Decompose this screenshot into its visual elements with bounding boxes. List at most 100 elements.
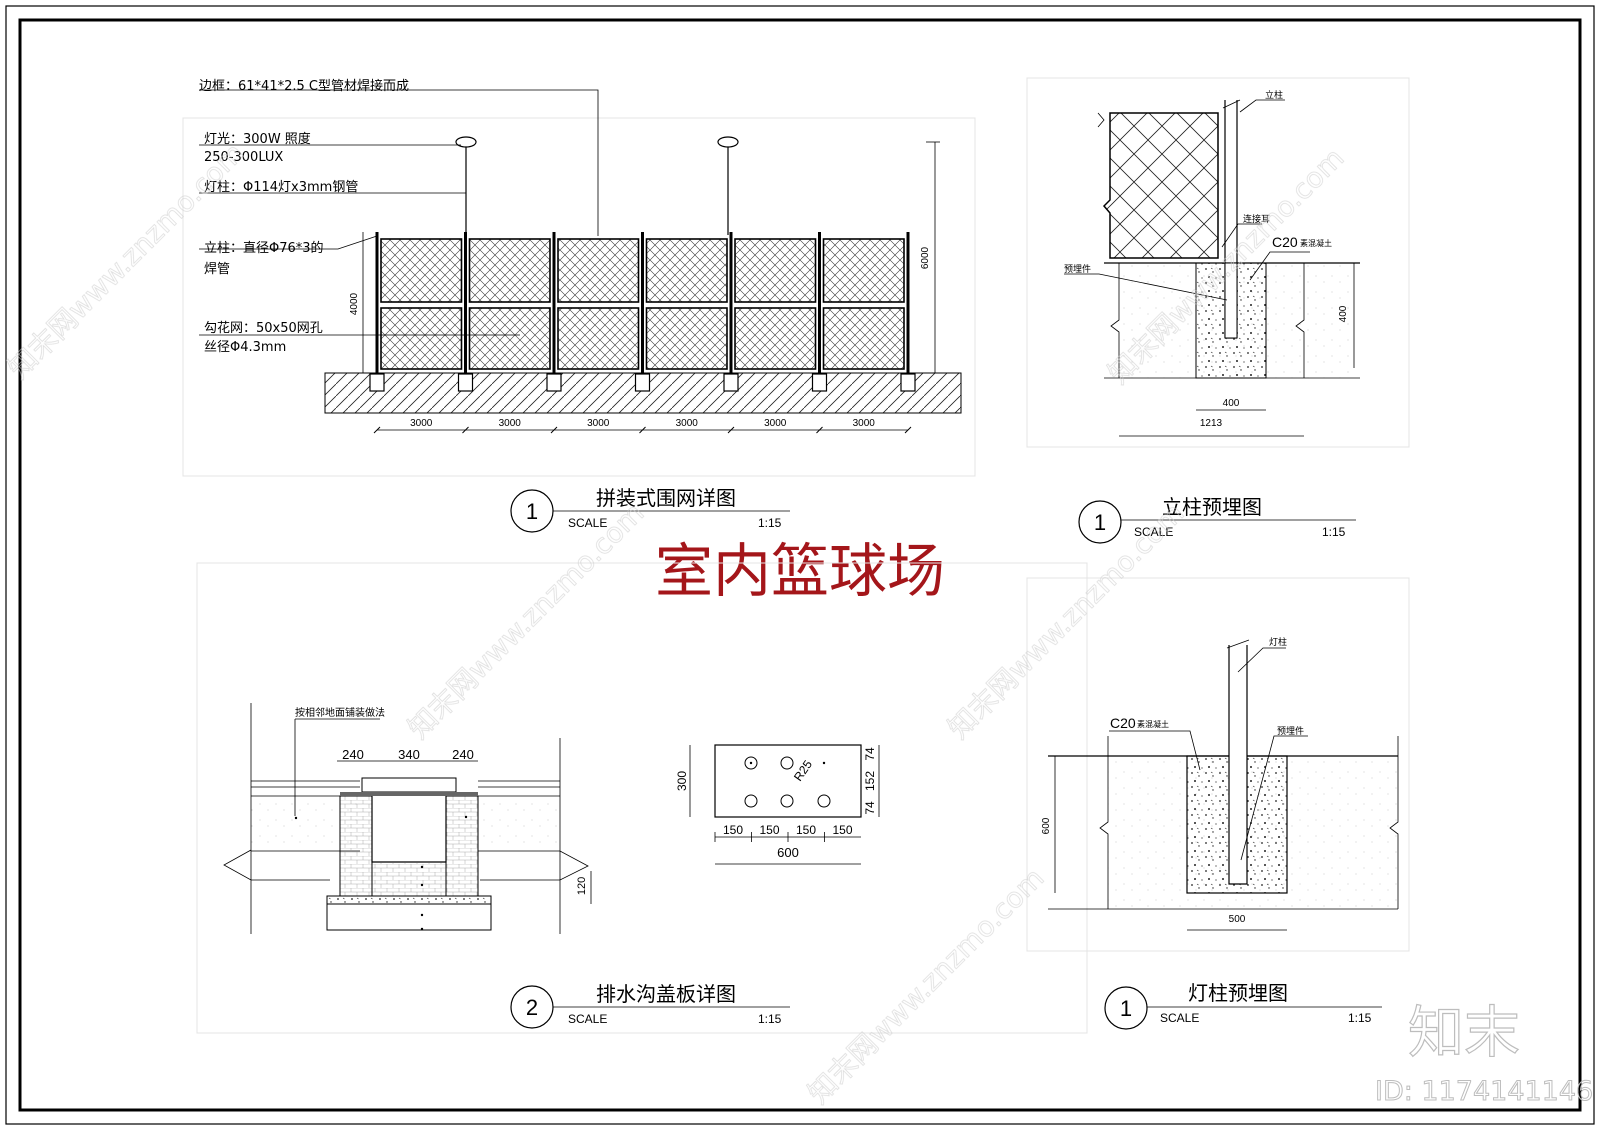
post-depth-dim: 400	[1338, 305, 1349, 322]
watermark-site-2: 知末网www.znzmo.com	[402, 496, 651, 745]
bay-dim-label: 3000	[764, 418, 787, 429]
watermark-id: ID: 1174141146	[1375, 1076, 1593, 1107]
light-embed-title: 灯柱预埋图	[1188, 981, 1288, 1005]
bay-dim-label: 3000	[853, 418, 876, 429]
cover-radius: R25	[791, 757, 815, 783]
dim-tick	[462, 426, 469, 434]
drain-dim-slab: 120	[576, 877, 588, 895]
fence-title-block: 1 拼装式围网详图 SCALE 1:15	[510, 486, 790, 533]
outer-border	[5, 5, 1595, 1125]
cover-dim-3: 74	[863, 801, 877, 815]
label-post-2: 焊管	[204, 261, 230, 277]
dim-tick	[904, 426, 912, 434]
fence-mesh-panel	[468, 307, 551, 370]
light-concrete-note: 素混凝土	[1137, 719, 1169, 729]
drain-title-block: 2 排水沟盖板详图 SCALE 1:15	[510, 982, 790, 1029]
light-depth-dim: 600	[1041, 817, 1052, 834]
post-base-plate	[900, 373, 916, 392]
label-light: 灯光：300W 照度	[204, 131, 311, 147]
watermark-site-4: 知末网www.znzmo.com	[802, 861, 1051, 1110]
post-base-plate	[811, 373, 828, 392]
post-scale-label: SCALE	[1134, 525, 1173, 539]
label-post: 立柱：直径Φ76*3的	[204, 240, 324, 256]
post-base-plate	[457, 373, 474, 392]
post-scale: 1:15	[1322, 525, 1346, 539]
post-concrete-grade: C20	[1272, 234, 1298, 250]
cover-dim-2: 152	[863, 771, 877, 791]
fence-panels	[369, 232, 916, 392]
dim-tick	[639, 426, 646, 434]
label-frame: 边框：61*41*2.5 C型管材焊接而成	[199, 78, 409, 94]
inner-border	[18, 18, 1582, 1112]
fence-mesh-panel	[822, 238, 905, 303]
post-embed-detail: 立柱 连接耳 C20 素混凝土 预埋件 400 400 1213	[1026, 77, 1410, 448]
fence-mesh-panel	[822, 307, 905, 370]
fence-mesh-panel	[468, 238, 551, 303]
post-base-plate	[634, 373, 651, 392]
label-light-pole: 灯柱：Φ114灯x3mm钢管	[204, 180, 358, 195]
cover-total-dim: 600	[777, 845, 799, 860]
post-base-plate	[369, 373, 385, 392]
connector-label: 连接耳	[1243, 213, 1270, 225]
watermark-brand: 知末	[1408, 1001, 1520, 1066]
light-scale-label: SCALE	[1160, 1011, 1199, 1025]
drain-note: 按相邻地面铺装做法	[295, 706, 385, 719]
post-embed-title-block: 1 立柱预埋图 SCALE 1:15	[1078, 495, 1356, 544]
dim-tick	[373, 426, 381, 434]
fence-mesh-panel	[645, 238, 728, 303]
drain-detail: 按相邻地面铺装做法 240 340 240 120 R25 300 74 152…	[196, 562, 1088, 1034]
fence-detail: 4000 6000 边框：61*41*2.5 C型管材焊接而成 灯光：300W …	[182, 78, 976, 477]
drain-title-num: 2	[526, 995, 538, 1020]
fence-mesh-panel	[380, 307, 463, 370]
post-base-plate	[546, 373, 562, 392]
post-total-dim: 1213	[1200, 418, 1223, 429]
light-scale: 1:15	[1348, 1011, 1372, 1025]
fence-title-num: 1	[526, 499, 538, 524]
fence-mesh-panel	[645, 307, 728, 370]
drain-dim-b: 340	[398, 747, 420, 762]
light-pole-label: 灯柱	[1269, 636, 1287, 648]
cover-plate-holes	[744, 756, 831, 808]
post-base-plate	[723, 373, 739, 392]
cover-height-dim: 300	[675, 771, 689, 791]
label-mesh-2: 丝径Φ4.3mm	[204, 340, 286, 355]
cover-width-dim-label: 150	[723, 823, 743, 837]
label-light-lux: 250-300LUX	[204, 150, 283, 165]
light-embed-label: 预埋件	[1277, 725, 1304, 737]
bay-dim-label: 3000	[499, 418, 522, 429]
dim-tick	[727, 426, 735, 434]
total-height-dim: 6000	[920, 246, 931, 269]
fence-mesh-panel	[380, 238, 463, 303]
drain-scale: 1:15	[758, 1012, 782, 1026]
fence-title: 拼装式围网详图	[596, 486, 736, 510]
cover-dim-1: 74	[863, 747, 877, 761]
bay-dim-label: 3000	[410, 418, 433, 429]
fence-height-dim: 4000	[349, 292, 360, 315]
light-embed-detail: 灯柱 C20 素混凝土 预埋件 600 500	[1026, 577, 1410, 952]
light-embed-title-block: 1 灯柱预埋图 SCALE 1:15	[1104, 981, 1382, 1030]
drain-scale-label: SCALE	[568, 1012, 607, 1026]
dim-tick	[550, 426, 558, 434]
post-label: 立柱	[1265, 89, 1283, 101]
fence-mesh-panel	[557, 238, 640, 303]
post-embed-title: 立柱预埋图	[1162, 495, 1262, 519]
bay-dim-label: 3000	[676, 418, 699, 429]
drain-dim-a: 240	[342, 747, 364, 762]
fence-mesh-panel	[734, 307, 817, 370]
cover-width-dim-label: 150	[796, 823, 816, 837]
fence-mesh-panel	[734, 238, 817, 303]
watermark-site-3: 知末网www.znzmo.com	[942, 496, 1191, 745]
post-embed-label: 预埋件	[1064, 263, 1091, 275]
cover-width-dim-label: 150	[832, 823, 852, 837]
post-title-num: 1	[1094, 510, 1106, 535]
drain-title: 排水沟盖板详图	[596, 982, 736, 1006]
fence-scale-label: SCALE	[568, 516, 607, 530]
post-concrete-note: 素混凝土	[1300, 238, 1332, 248]
light-title-num: 1	[1120, 996, 1132, 1021]
post-width-dim: 400	[1223, 398, 1240, 409]
dim-tick	[816, 426, 823, 434]
drain-dim-c: 240	[452, 747, 474, 762]
